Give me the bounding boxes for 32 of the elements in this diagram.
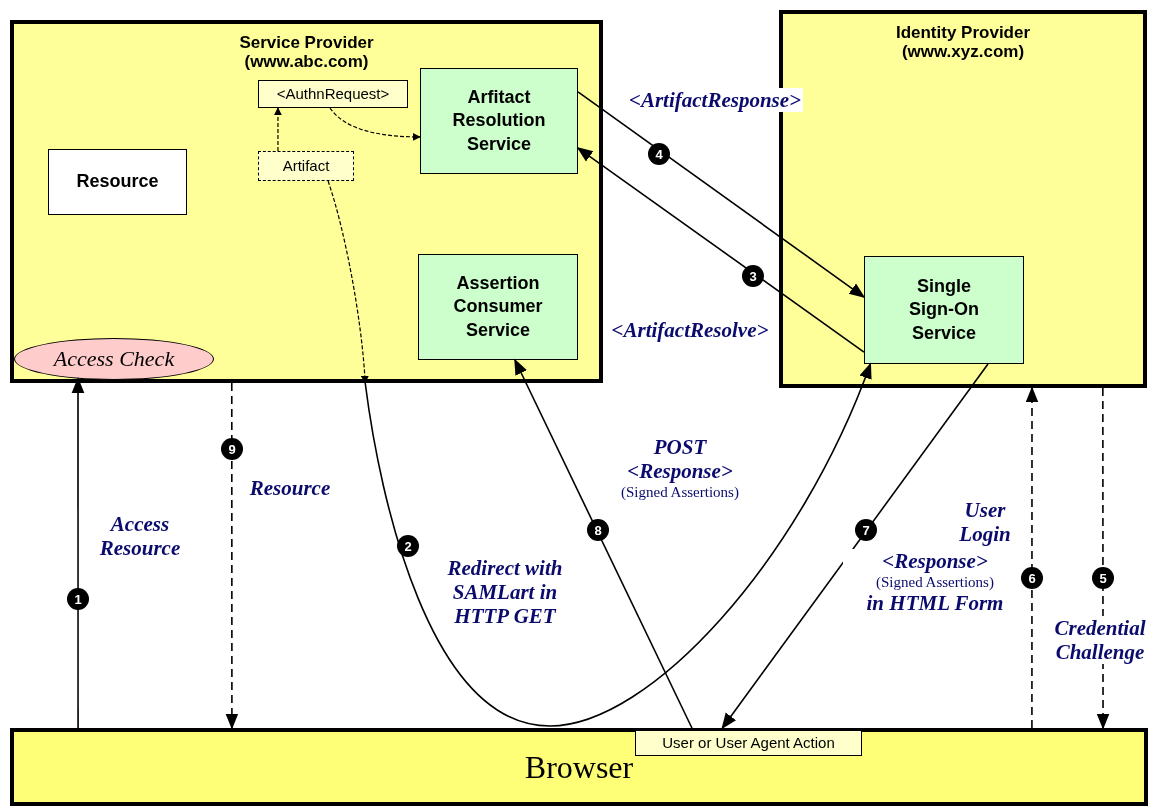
dashed-arrow	[329, 107, 421, 141]
arrow	[364, 362, 872, 727]
callout-number: 7	[855, 519, 877, 541]
panel-title: Service Provider (www.abc.com)	[238, 33, 375, 71]
dashed-arrow	[225, 382, 239, 730]
provider-panel	[10, 20, 603, 383]
callout-number: 4	[648, 143, 670, 165]
callout-number: 5	[1092, 567, 1114, 589]
panel-title: Identity Provider (www.xyz.com)	[894, 23, 1032, 61]
callout-number: 3	[742, 265, 764, 287]
service-box: Arfitact Resolution Service	[420, 68, 578, 174]
callout-number: 1	[67, 588, 89, 610]
resource-box: Resource	[48, 149, 187, 215]
browser-label: Browser	[524, 748, 634, 786]
dashed-arrow	[1025, 386, 1039, 729]
arrow	[721, 363, 989, 730]
callout-number: 8	[587, 519, 609, 541]
arrow	[514, 358, 694, 731]
dashed-arrow	[273, 107, 282, 152]
callout-number: 9	[221, 438, 243, 460]
ellipse-node: Access Check	[14, 338, 214, 380]
callout-number: 2	[397, 535, 419, 557]
service-box: Assertion Consumer Service	[418, 254, 578, 360]
browser-bar	[10, 728, 1148, 806]
arrow	[576, 147, 865, 353]
message-box: Artifact	[258, 151, 354, 181]
action-box: User or User Agent Action	[635, 730, 862, 756]
message-box: <AuthnRequest>	[258, 80, 408, 108]
arrow	[71, 377, 85, 729]
callout-number: 6	[1021, 567, 1043, 589]
arrow	[577, 91, 866, 298]
service-box: Single Sign-On Service	[864, 256, 1024, 364]
